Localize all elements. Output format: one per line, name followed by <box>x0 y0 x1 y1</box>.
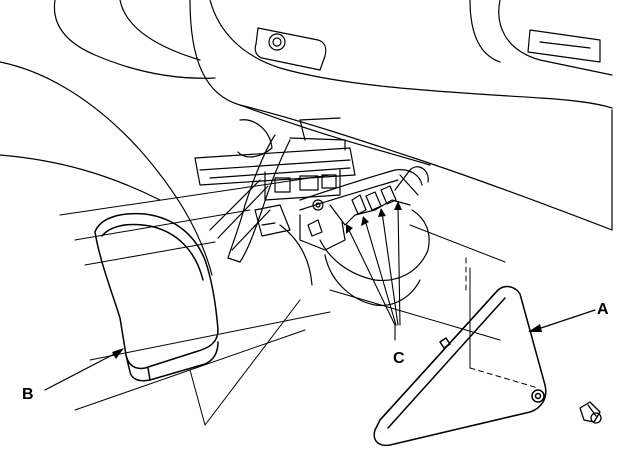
label-b: B <box>22 386 34 403</box>
label-a-leader <box>528 309 596 332</box>
dashboard <box>0 0 613 276</box>
label-a: A <box>597 301 609 318</box>
label-b-leader <box>44 348 124 391</box>
clip-arrows <box>346 201 402 341</box>
dash-switch <box>254 27 327 71</box>
label-c: C <box>393 350 405 367</box>
leader-lines <box>59 174 539 426</box>
under-cover <box>373 285 547 447</box>
screw <box>579 401 602 424</box>
under-dash-assembly <box>194 117 430 307</box>
knee-bolster <box>94 212 219 382</box>
